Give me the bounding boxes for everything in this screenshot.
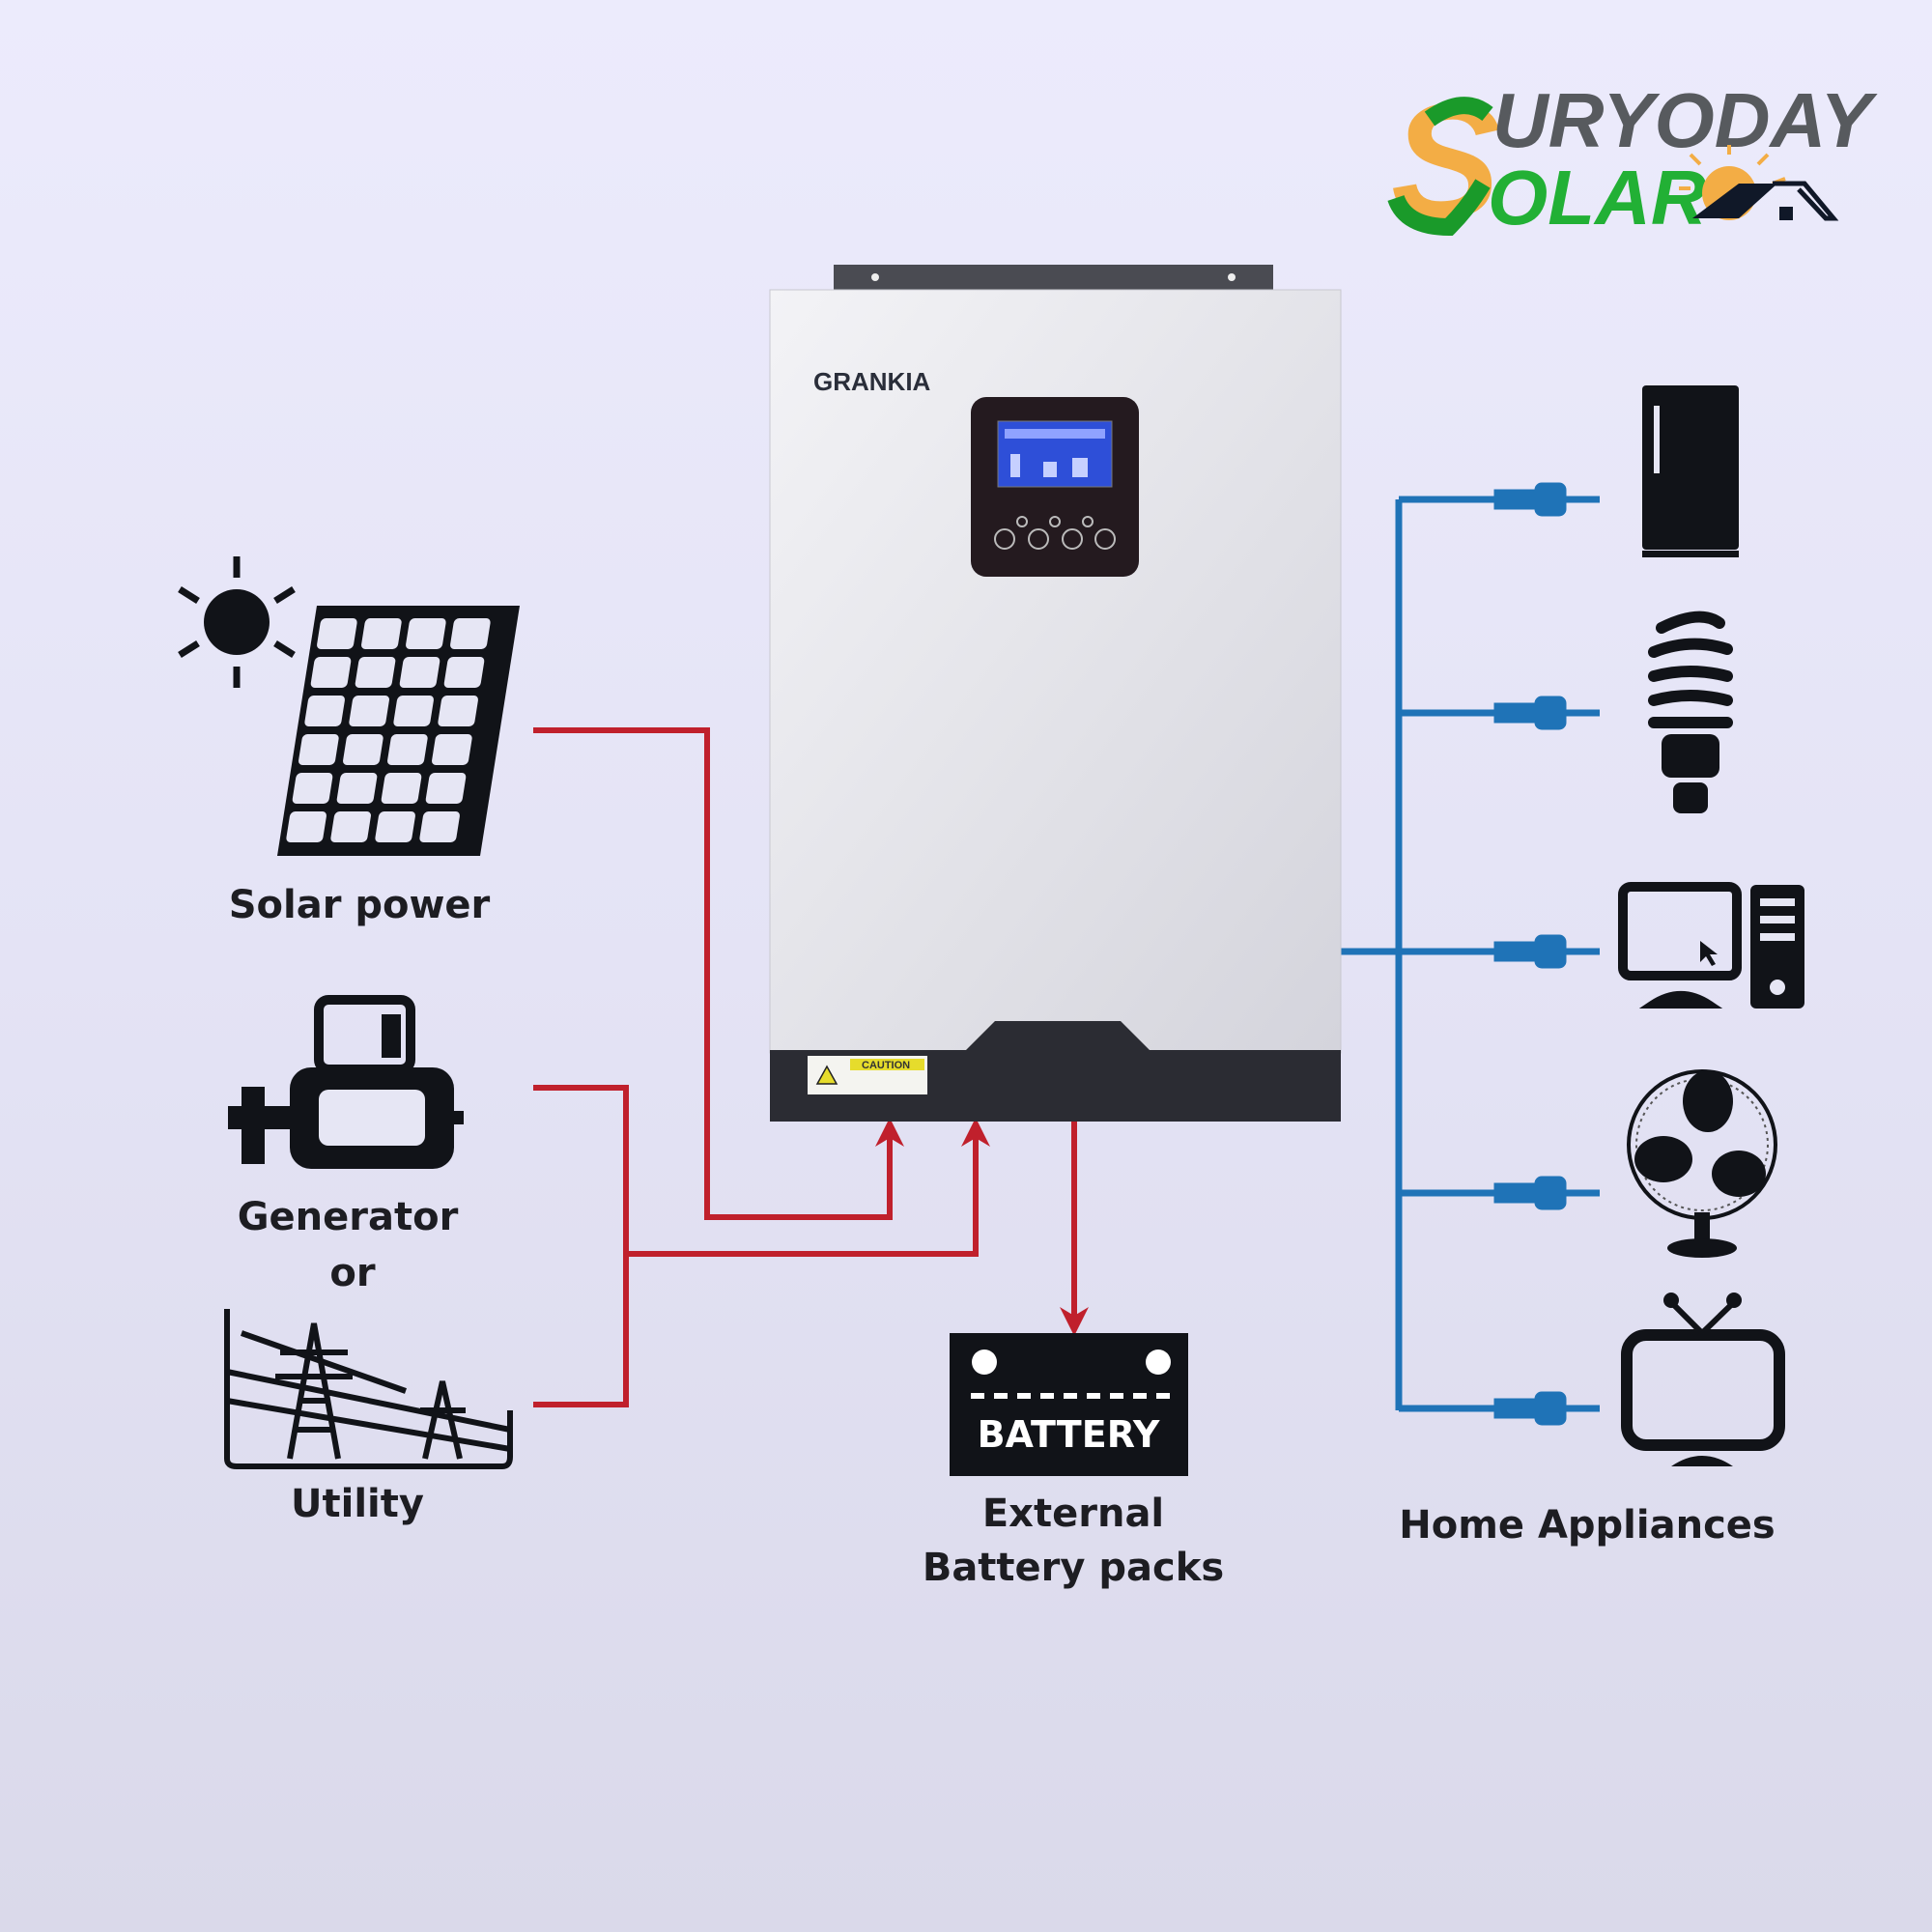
solar-cell [443,657,485,688]
utility-label: Utility [291,1482,424,1526]
inverter: CAUTION GRANKIA [769,265,1342,1122]
light-bulb-icon [1648,611,1733,813]
solar-cell [432,734,472,765]
logo-line2: OLAR [1488,155,1707,241]
solar-line [533,727,904,1220]
solar-cell [317,618,357,649]
solar-panel-icon [277,606,520,856]
solar-cell [425,773,467,804]
battery-label-2: Battery packs [923,1546,1224,1590]
inverter-brand: GRANKIA [813,367,931,396]
logo-line1: URYODAY [1492,77,1878,163]
lcd-panel [971,397,1139,577]
grid-line [626,1118,990,1257]
plug-connector [1399,1391,1600,1426]
plug-connector [1399,482,1600,517]
solar-cell [298,734,339,765]
plug-connector [1399,1176,1600,1210]
solar-cell [343,734,384,765]
solar-cell [375,811,415,842]
generator-utility-line [533,1085,629,1407]
solar-power-label: Solar power [229,883,491,927]
output-lines [1341,482,1600,1426]
suryoday-solar-logo: S URYODAY OLAR [1387,70,1878,253]
generator-label: Generator [238,1195,459,1239]
solar-cell [286,811,327,842]
solar-cell [361,618,402,649]
plug-connector [1399,934,1600,969]
solar-cell [399,657,440,688]
computer-icon [1618,882,1804,1009]
sun-icon [178,556,296,688]
solar-cell [310,657,352,688]
refrigerator-icon [1642,385,1739,557]
or-label: or [329,1251,375,1295]
fan-icon [1627,1069,1777,1258]
plug-connector [1399,696,1600,730]
home-appliances-label: Home Appliances [1399,1503,1775,1548]
solar-cell [387,734,428,765]
television-icon [1621,1293,1785,1466]
solar-cell [450,618,491,649]
svg-text:CAUTION: CAUTION [862,1060,910,1071]
solar-cell [381,773,422,804]
solar-cell [419,811,460,842]
battery-icon: BATTERY [950,1333,1188,1476]
generator-icon [228,995,464,1169]
solar-cell [336,773,378,804]
input-lines [533,727,1089,1407]
solar-cell [292,773,333,804]
utility-tower-icon [224,1309,513,1469]
solar-cell [393,696,434,726]
caution-label: CAUTION [808,1056,927,1094]
solar-cell [349,696,389,726]
solar-cell [355,657,396,688]
solar-cell [438,696,478,726]
solar-cell [406,618,446,649]
solar-cell [330,811,371,842]
battery-text: BATTERY [978,1413,1160,1456]
sun-roof-icon [1679,145,1839,221]
solar-cell [304,696,345,726]
battery-label-1: External [982,1492,1164,1536]
